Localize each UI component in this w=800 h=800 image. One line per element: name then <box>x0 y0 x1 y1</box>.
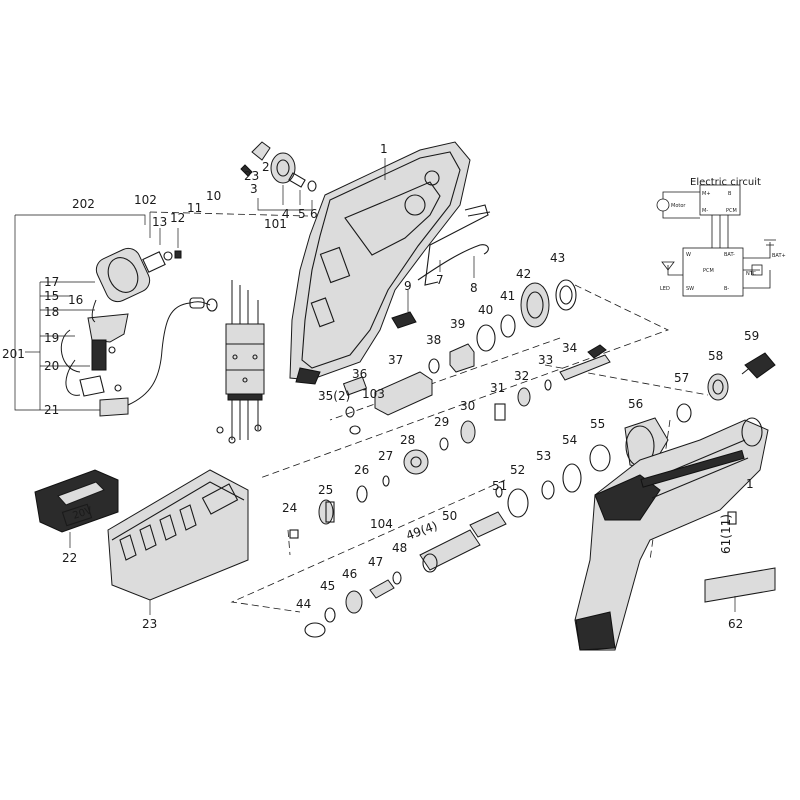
spindle-parts <box>304 444 611 638</box>
callout-62: 62 <box>728 617 743 631</box>
circuit-title: Electric circuit <box>690 177 761 188</box>
callout-39: 39 <box>450 317 465 331</box>
callout-59: 59 <box>744 329 759 343</box>
callout-48: 48 <box>392 541 407 555</box>
callout-4: 4 <box>282 207 290 221</box>
motor-drawing <box>95 247 182 303</box>
callout-15: 15 <box>44 289 59 303</box>
callout-27: 27 <box>378 449 393 463</box>
callout-13: 13 <box>152 215 167 229</box>
callout-29: 29 <box>434 415 449 429</box>
rating-label-62 <box>704 567 776 612</box>
circuit-pin: M- <box>702 208 708 214</box>
callout-34: 34 <box>562 341 577 355</box>
switch-drawing <box>79 313 129 417</box>
motor-assembly <box>14 212 218 417</box>
callout-37: 37 <box>388 353 403 367</box>
callout-61: 61(11) <box>719 514 733 554</box>
circuit-pcm-label: PCM <box>703 268 714 274</box>
callout-6: 6 <box>310 207 318 221</box>
callout-40: 40 <box>478 303 493 317</box>
callout-50: 50 <box>442 509 457 523</box>
circuit-led-label: LED <box>660 286 670 292</box>
callout-103: 103 <box>362 387 385 401</box>
callout-19: 19 <box>44 331 59 345</box>
callout-20: 20 <box>44 359 59 373</box>
callout-58: 58 <box>708 349 723 363</box>
callout-102: 102 <box>134 193 157 207</box>
callout-31: 31 <box>490 381 505 395</box>
callout-17: 17 <box>44 275 59 289</box>
callout-43: 43 <box>550 251 565 265</box>
callout-28: 28 <box>400 433 415 447</box>
callout-3: 3 <box>250 182 258 196</box>
callout-36: 36 <box>352 367 367 381</box>
callout-201: 201 <box>2 347 25 361</box>
callout-1: 1 <box>380 142 388 156</box>
circuit-pin: M+ <box>702 191 711 197</box>
callout-16: 16 <box>68 293 83 307</box>
callout-5: 5 <box>298 207 306 221</box>
assembled-tool <box>574 417 769 651</box>
circuit-pin: B- <box>724 286 729 292</box>
circuit-pin: W <box>686 252 691 258</box>
battery-pack <box>34 469 119 548</box>
gear-train-parts <box>289 279 611 539</box>
callout-53: 53 <box>536 449 551 463</box>
callout-101: 101 <box>264 217 287 231</box>
callout-12: 12 <box>170 211 185 225</box>
circuit-pin: BAT+ <box>772 253 786 259</box>
circuit-pin: SW <box>686 286 694 292</box>
left-housing-half <box>289 141 471 385</box>
callout-8: 8 <box>470 281 478 295</box>
cable-loom <box>216 280 265 444</box>
callout-25: 25 <box>318 483 333 497</box>
callout-52: 52 <box>510 463 525 477</box>
electric-circuit-diagram <box>656 184 776 297</box>
callout-104: 104 <box>370 517 393 531</box>
part-callouts: 1 1 2 3 4 5 6 7 8 9 10 11 12 13 15 16 17… <box>2 142 759 631</box>
callout-41: 41 <box>500 289 515 303</box>
callout-55: 55 <box>590 417 605 431</box>
callout-51: 51 <box>492 479 507 493</box>
callout-7: 7 <box>436 273 444 287</box>
callout-54: 54 <box>562 433 577 447</box>
charger <box>107 469 249 615</box>
callout-23-top: 23 <box>244 169 259 183</box>
callout-21: 21 <box>44 403 59 417</box>
callout-33: 33 <box>538 353 553 367</box>
callout-1-assembled: 1 <box>746 477 754 491</box>
callout-9: 9 <box>404 279 412 293</box>
callout-11: 11 <box>187 201 202 215</box>
callout-23: 23 <box>142 617 157 631</box>
callout-18: 18 <box>44 305 59 319</box>
circuit-pin: B <box>728 191 732 197</box>
callout-42: 42 <box>516 267 531 281</box>
callout-202: 202 <box>72 197 95 211</box>
callout-26: 26 <box>354 463 369 477</box>
callout-24: 24 <box>282 501 297 515</box>
callout-35: 35(2) <box>318 389 350 403</box>
callout-56: 56 <box>628 397 643 411</box>
callout-47: 47 <box>368 555 383 569</box>
callout-57: 57 <box>674 371 689 385</box>
callout-30: 30 <box>460 399 475 413</box>
callout-10: 10 <box>206 189 221 203</box>
callout-44: 44 <box>296 597 311 611</box>
callout-32: 32 <box>514 369 529 383</box>
callout-22: 22 <box>62 551 77 565</box>
clip-9 <box>391 290 417 329</box>
circuit-pin: BAT- <box>724 252 735 258</box>
callout-45: 45 <box>320 579 335 593</box>
circuit-pin: NTC <box>746 271 757 277</box>
callout-46: 46 <box>342 567 357 581</box>
circuit-pin: PCM <box>726 208 737 214</box>
callout-2: 2 <box>262 160 270 174</box>
gear-shaft-parts <box>240 141 317 211</box>
circuit-motor-label: Motor <box>671 203 686 209</box>
springs <box>417 204 491 286</box>
callout-38: 38 <box>426 333 441 347</box>
